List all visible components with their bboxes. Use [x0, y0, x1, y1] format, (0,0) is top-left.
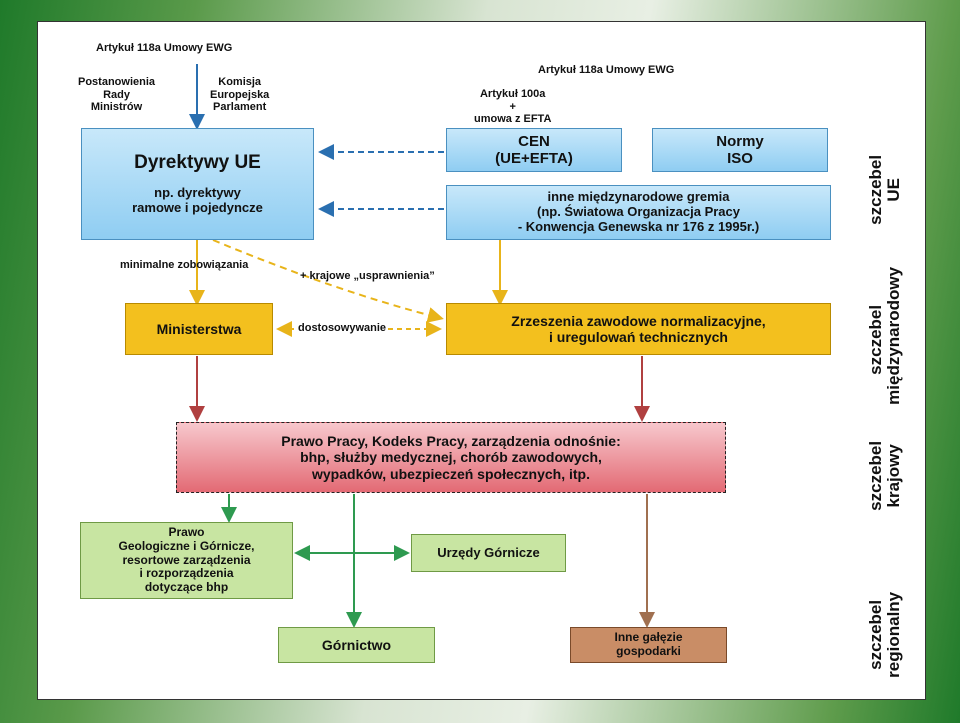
box-cen: CEN(UE+EFTA) [446, 128, 622, 172]
box-urzedy-gornicze: Urzędy Górnicze [411, 534, 566, 572]
label-krajowe: + krajowe „usprawnienia” [300, 270, 435, 282]
box-ministerstwa: Ministerstwa [125, 303, 273, 355]
connector-lines [189, 64, 655, 628]
box-inne-gremia: inne międzynarodowe gremia(np. Światowa … [446, 185, 831, 240]
box-gornictwo: Górnictwo [278, 627, 435, 663]
box-prawo-pracy: Prawo Pracy, Kodeks Pracy, zarządzenia o… [176, 422, 726, 493]
label-art118-top: Artykuł 118a Umowy EWG [96, 42, 233, 54]
label-art100: Artykuł 100a+umowa z EFTA [474, 88, 552, 126]
dyrektywy-title: Dyrektywy UE [134, 152, 261, 174]
box-zrzeszenia: Zrzeszenia zawodowe normalizacyjne,i ure… [446, 303, 831, 355]
label-dostosowywanie: dostosowywanie [296, 322, 389, 335]
label-art118-right: Artykuł 118a Umowy EWG [538, 64, 675, 76]
label-minimalne: minimalne zobowiązania [120, 259, 249, 271]
dyrektywy-sub-1: np. dyrektywy [154, 184, 241, 200]
dyrektywy-sub-2: ramowe i pojedyncze [132, 199, 263, 215]
box-dyrektywy-ue: Dyrektywy UE np. dyrektywy ramowe i poje… [81, 128, 314, 240]
